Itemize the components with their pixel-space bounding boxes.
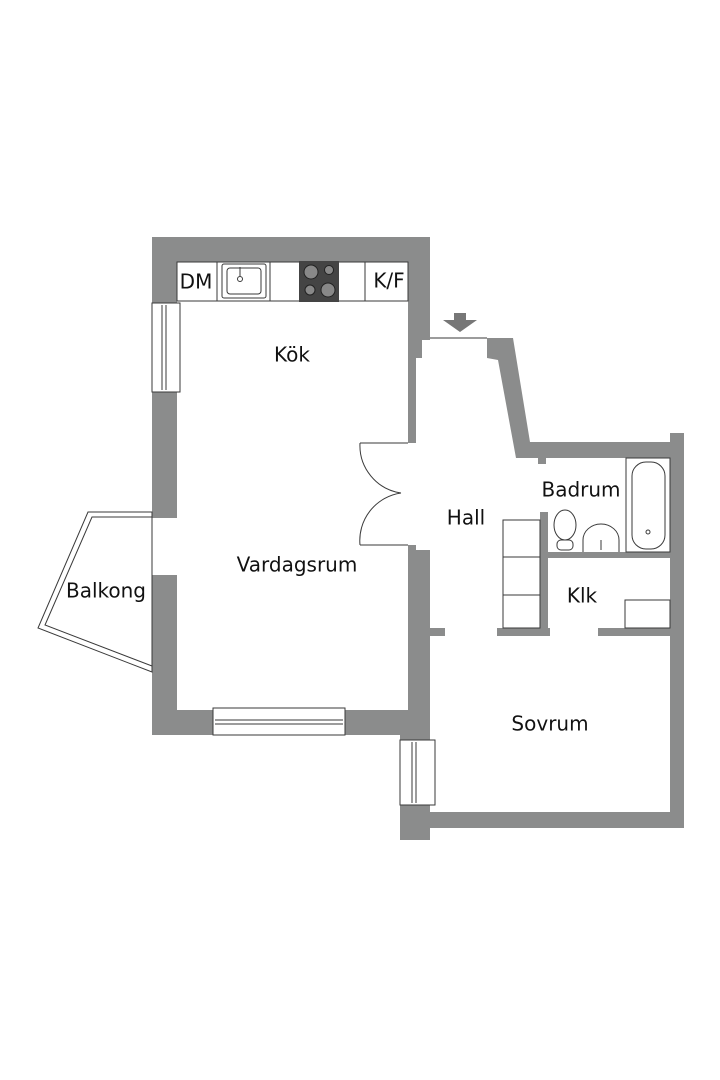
walls [152, 237, 684, 840]
toilet-icon [553, 509, 577, 551]
bathtub-icon [625, 457, 671, 553]
room-label-closet: Klk [567, 584, 598, 608]
fridge-freezer-label: K/F [373, 269, 404, 293]
double-door[interactable] [359, 442, 408, 546]
room-label-hall: Hall [447, 506, 485, 530]
entrance-arrow-icon [443, 313, 477, 332]
sink-icon [221, 263, 267, 299]
room-label-bedroom: Sovrum [511, 712, 588, 736]
dishwasher-label: DM [180, 270, 213, 294]
room-label-balcony: Balkong [66, 579, 146, 603]
closet-shelf [624, 599, 671, 629]
stove-icon [299, 261, 339, 302]
windows [151, 302, 436, 806]
room-label-living-room: Vardagsrum [237, 553, 358, 577]
washbasin-icon [582, 523, 620, 552]
room-label-bathroom: Badrum [541, 478, 620, 502]
kitchen-counter: DM K/F [176, 261, 409, 302]
hall-wardrobe [502, 519, 541, 629]
room-label-kitchen: Kök [274, 343, 310, 367]
